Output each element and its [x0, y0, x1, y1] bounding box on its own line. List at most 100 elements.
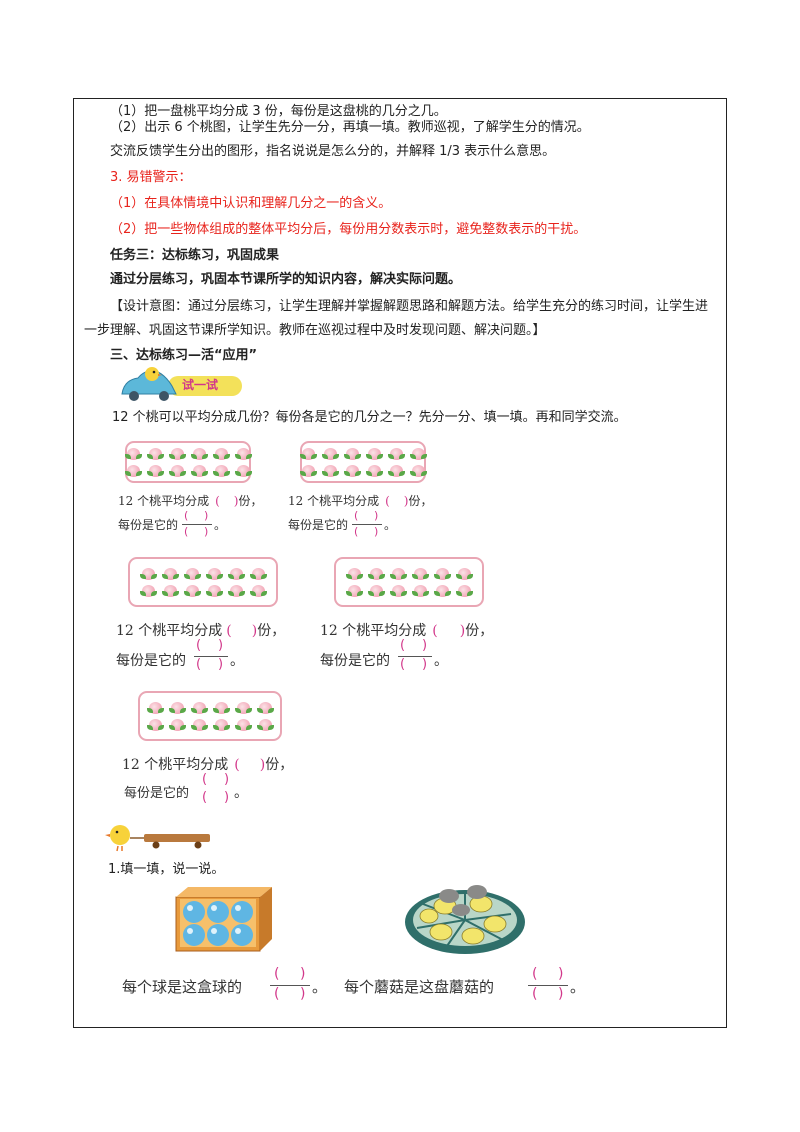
- car-chick-icon: [121, 367, 242, 401]
- peach-icon: [321, 463, 339, 478]
- warning-2: （2）把一些物体组成的整体平均分后，每份用分数表示时，避免整数表示的干扰。: [110, 222, 587, 237]
- peach-icon: [146, 717, 164, 732]
- blank-close: ): [233, 494, 239, 508]
- peach-icon: [190, 463, 208, 478]
- mushroom-text: 每个蘑菇是这盘蘑菇的: [344, 978, 495, 996]
- exercise-line1-suffix: 份，: [465, 623, 494, 639]
- peach-icon: [256, 700, 274, 715]
- peach-group-4: [334, 557, 484, 607]
- peach-icon: [183, 566, 201, 581]
- peach-icon: [365, 446, 383, 461]
- exercise-line1-prefix: 12 个桃平均分成: [122, 757, 229, 773]
- exercise-line1-suffix: 份，: [265, 757, 294, 773]
- peach-icon: [321, 446, 339, 461]
- try-badge: 试一试: [120, 366, 244, 402]
- peach-icon: [161, 583, 179, 598]
- peach-icon: [389, 583, 407, 598]
- peach-icon: [234, 463, 252, 478]
- period: 。: [570, 978, 586, 996]
- blank-close: ): [459, 623, 466, 639]
- peach-icon: [139, 583, 157, 598]
- peach-group-2: [299, 441, 427, 483]
- peach-icon: [299, 446, 317, 461]
- peach-icon: [343, 463, 361, 478]
- blank-open[interactable]: (: [385, 494, 390, 508]
- peach-icon: [161, 566, 179, 581]
- peach-icon: [190, 446, 208, 461]
- ball-text: 每个球是这盒球的: [122, 978, 243, 996]
- ball-fraction-blank[interactable]: () (): [270, 966, 310, 1004]
- peach-icon: [365, 463, 383, 478]
- warning-title: 3. 易错警示：: [110, 170, 192, 185]
- peach-icon: [227, 566, 245, 581]
- peach-icon: [212, 700, 230, 715]
- blank-open[interactable]: (: [215, 494, 220, 508]
- blank-open[interactable]: (: [226, 623, 232, 639]
- exercise-line1-prefix: 12 个桃平均分成: [288, 494, 380, 508]
- warning-1: （1）在具体情境中认识和理解几分之一的含义。: [110, 196, 392, 211]
- blank-open[interactable]: (: [432, 623, 438, 639]
- period: 。: [434, 653, 448, 669]
- period: 。: [312, 978, 328, 996]
- fraction-blank[interactable]: () (): [398, 638, 432, 674]
- peach-icon: [168, 700, 186, 715]
- exercise-line2: 每份是它的: [118, 518, 179, 532]
- peach-icon: [190, 717, 208, 732]
- peach-icon: [249, 566, 267, 581]
- peach-icon: [256, 717, 274, 732]
- peach-icon: [139, 566, 157, 581]
- fraction-blank[interactable]: () (): [182, 509, 212, 539]
- peach-icon: [234, 700, 252, 715]
- peach-icon: [234, 446, 252, 461]
- exercise-line1-prefix: 12 个桃平均分成: [116, 623, 223, 639]
- fraction-blank[interactable]: () (): [202, 772, 230, 805]
- text-line-2: （2）出示 6 个桃图，让学生先分一分，再填一填。教师巡视，了解学生分的情况。: [110, 120, 590, 135]
- exercise-line1-suffix: 份，: [238, 494, 263, 508]
- part2-instruction: 1.填一填，说一说。: [108, 862, 225, 877]
- peach-icon: [389, 566, 407, 581]
- fraction-blank[interactable]: () (): [352, 509, 382, 539]
- section3-heading: 三、达标练习—活“应用”: [110, 348, 258, 363]
- peach-icon: [299, 463, 317, 478]
- peach-icon: [411, 583, 429, 598]
- mushroom-plate-icon: [405, 885, 525, 954]
- balls: [183, 901, 253, 946]
- task3-title: 任务三：达标练习，巩固成果: [110, 248, 280, 263]
- peach-icon: [249, 583, 267, 598]
- content-frame: [73, 98, 727, 1028]
- blank-open[interactable]: (: [234, 757, 240, 773]
- exercise-line1-prefix: 12 个桃平均分成: [320, 623, 427, 639]
- task3-subtitle: 通过分层练习，巩固本节课所学的知识内容，解决实际问题。: [110, 272, 462, 287]
- peach-icon: [387, 463, 405, 478]
- peach-icon: [212, 463, 230, 478]
- peach-group-1: [124, 441, 252, 483]
- peach-icon: [455, 583, 473, 598]
- fraction-blank[interactable]: () (): [194, 638, 228, 674]
- peach-icon: [409, 463, 427, 478]
- peach-icon: [234, 717, 252, 732]
- peach-icon: [433, 583, 451, 598]
- peach-icon: [433, 566, 451, 581]
- peach-icon: [367, 566, 385, 581]
- blank-close: ): [259, 757, 266, 773]
- peach-icon: [168, 446, 186, 461]
- peach-icon: [212, 446, 230, 461]
- peach-icon: [146, 700, 164, 715]
- peach-icon: [190, 700, 208, 715]
- peach-icon: [212, 717, 230, 732]
- exercise-line1-suffix: 份，: [257, 623, 286, 639]
- peach-icon: [227, 583, 245, 598]
- period: 。: [214, 518, 227, 532]
- peach-icon: [124, 446, 142, 461]
- mushroom-fraction-blank[interactable]: () (): [528, 966, 568, 1004]
- text-line-3: 交流反馈学生分出的图形，指名说说是怎么分的，并解释 1/3 表示什么意思。: [110, 144, 556, 159]
- peach-icon: [168, 717, 186, 732]
- period: 。: [234, 785, 248, 801]
- peach-group-3: [128, 557, 278, 607]
- try-badge-label: 试一试: [182, 378, 219, 392]
- exercise-line1-suffix: 份，: [408, 494, 433, 508]
- design-intent: 【设计意图：通过分层练习，让学生理解并掌握解题思路和解题方法。给学生充分的练习时…: [84, 299, 709, 338]
- peach-icon: [124, 463, 142, 478]
- peach-icon: [146, 463, 164, 478]
- peach-icon: [387, 446, 405, 461]
